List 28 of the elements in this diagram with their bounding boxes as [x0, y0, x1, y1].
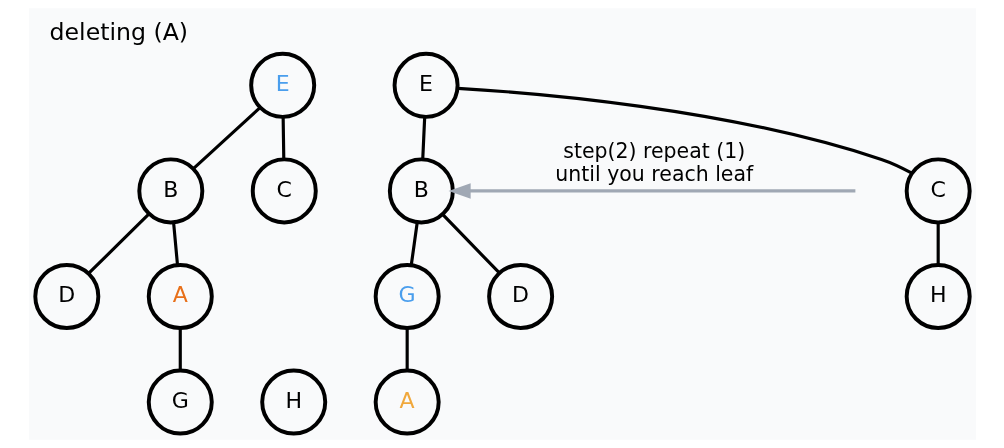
connector — [409, 222, 419, 265]
node-circle: E — [392, 51, 460, 119]
connector — [441, 213, 500, 274]
node-circle: B — [387, 157, 455, 225]
connector — [405, 328, 409, 371]
node-circle: C — [904, 157, 972, 225]
node-circle: B — [136, 157, 204, 225]
connector — [191, 106, 261, 170]
node-circle: A — [373, 368, 441, 436]
edge-label: step(2) repeat (1) until you reach leaf — [554, 139, 753, 186]
connector — [281, 117, 285, 160]
node-circle: A — [146, 263, 214, 330]
connector — [171, 222, 179, 265]
node-circle: D — [32, 263, 100, 330]
node-circle: G — [146, 368, 214, 436]
connector — [178, 328, 182, 371]
node-circle: C — [250, 157, 318, 225]
connector — [936, 222, 940, 265]
node-circle: D — [486, 263, 554, 330]
diagram-title: deleting (A) — [49, 17, 188, 46]
arrow — [448, 183, 855, 199]
connector — [87, 213, 150, 275]
node-circle: H — [259, 368, 327, 436]
connector — [420, 117, 426, 160]
connector — [457, 86, 913, 175]
node-circle: G — [373, 263, 441, 330]
node-circle: E — [248, 51, 316, 119]
node-circle: H — [904, 263, 972, 330]
